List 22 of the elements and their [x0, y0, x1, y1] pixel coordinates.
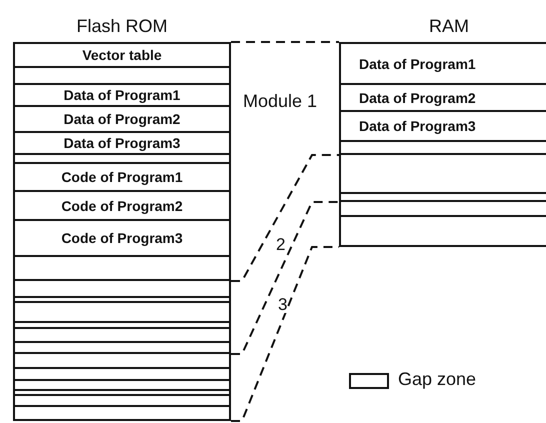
legend-label: Gap zone — [398, 369, 476, 390]
dashed-mapping-line — [231, 41, 339, 43]
memory-region-label: Data of Program1 — [64, 88, 180, 102]
memory-region-label: Code of Program1 — [61, 170, 183, 184]
empty-region — [15, 391, 229, 396]
memory-region-label: Data of Program3 — [64, 136, 180, 150]
memory-region-label: Code of Program2 — [61, 198, 183, 212]
memory-region-label: Data of Program3 — [359, 119, 476, 133]
module-number: 2 — [276, 236, 286, 253]
column-heading: RAM — [428, 14, 470, 38]
empty-region — [15, 298, 229, 303]
memory-region-label: Data of Program1 — [359, 56, 476, 70]
module-label: Module 1 — [243, 92, 318, 110]
dashed-mapping-line — [231, 201, 339, 355]
memory-region-label: Vector table — [82, 48, 162, 62]
memory-region-label: Data of Program2 — [64, 112, 180, 126]
column-heading: Flash ROM — [75, 14, 168, 38]
dashed-mapping-line — [231, 246, 339, 422]
dashed-mapping-line — [231, 154, 339, 282]
module-number: 3 — [278, 296, 288, 313]
memory-region-label: Code of Program3 — [61, 231, 183, 245]
memory-region-label: Data of Program2 — [359, 90, 476, 104]
